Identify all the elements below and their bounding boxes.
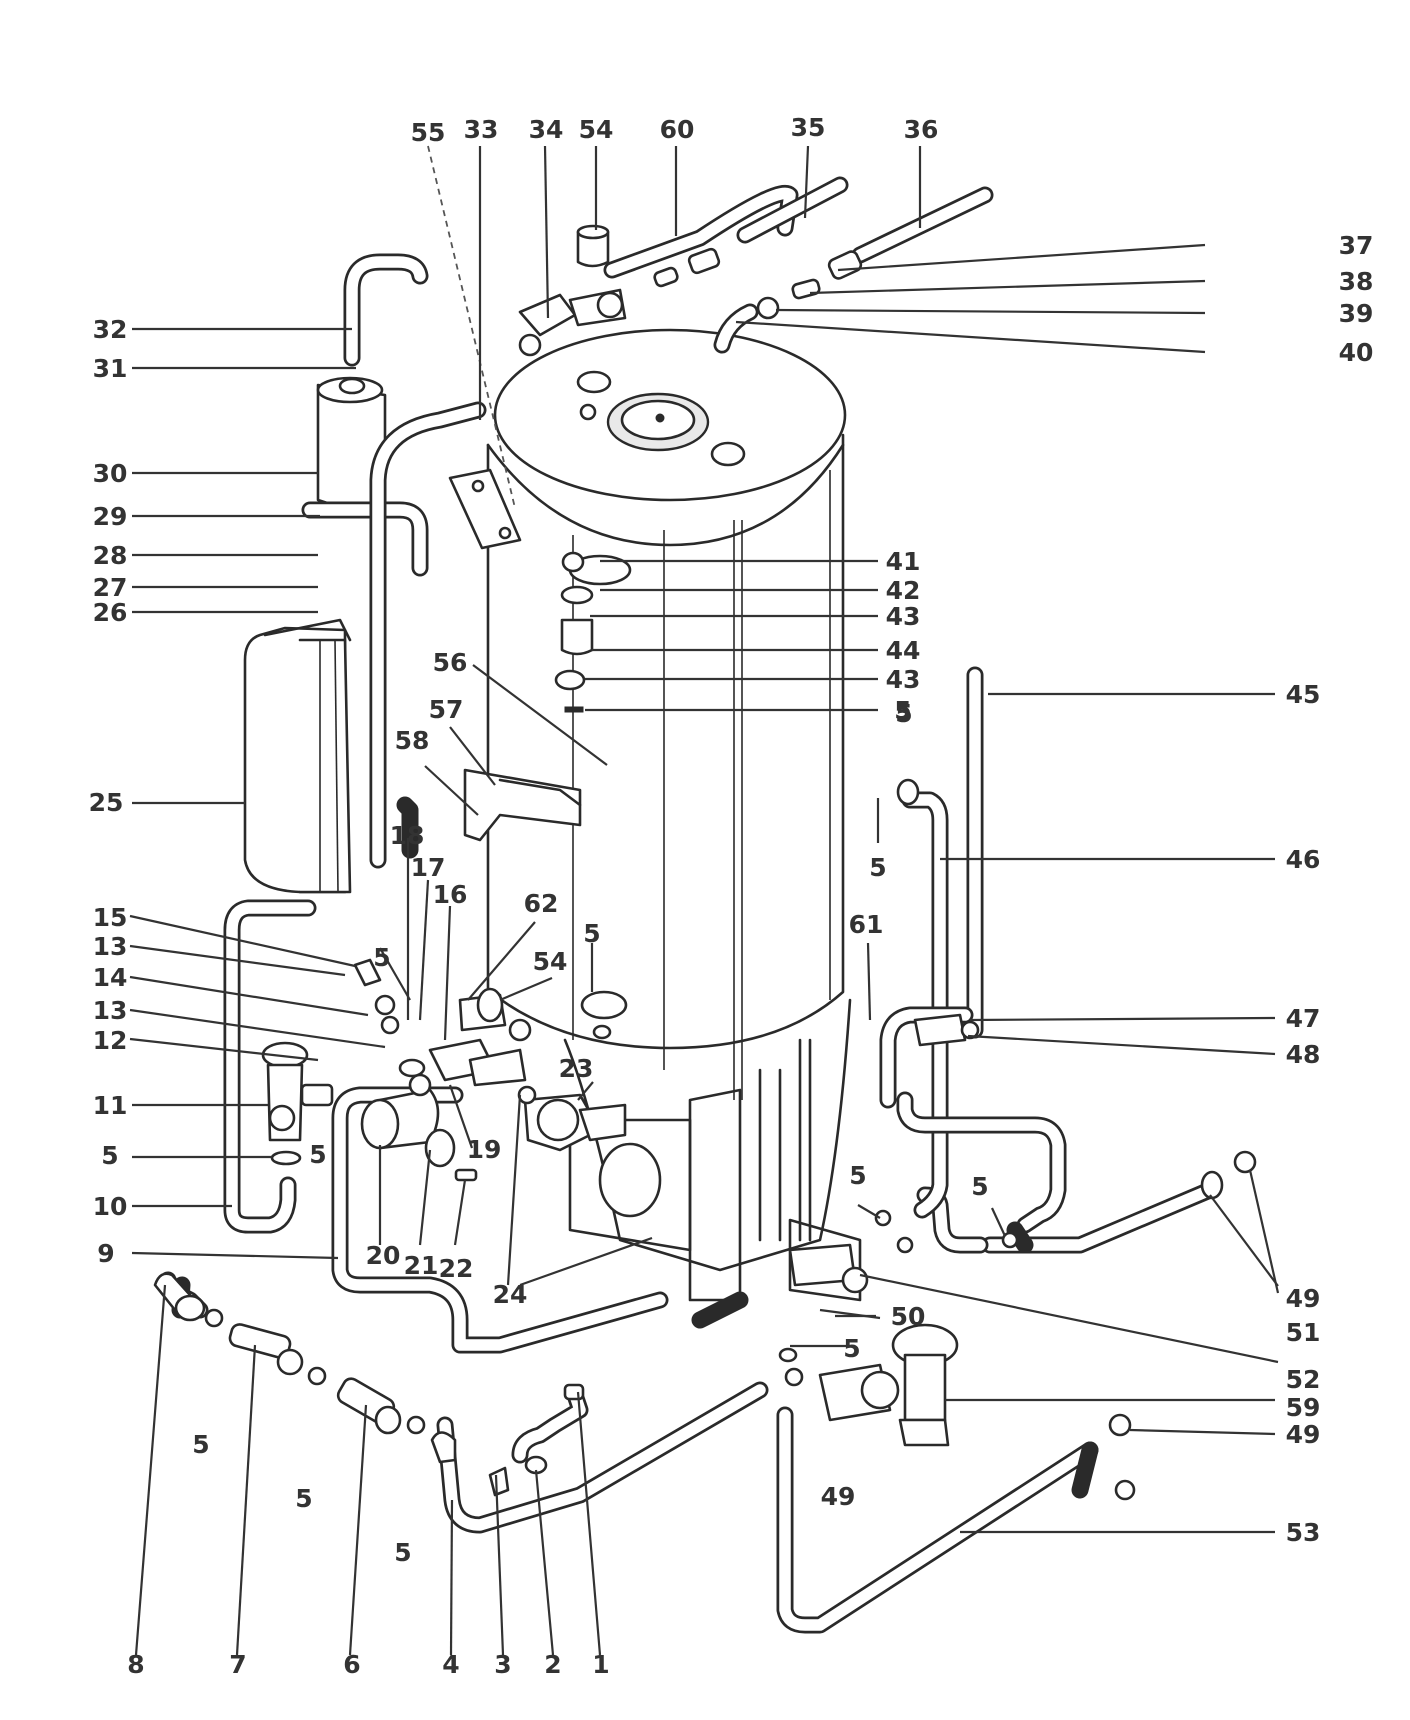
callout-35: 35	[791, 113, 826, 142]
callout-24: 24	[493, 1280, 528, 1309]
callout-5: 5	[309, 1140, 326, 1169]
callout-5: 5	[843, 1334, 860, 1363]
expansion-vessel	[243, 618, 352, 894]
callout-52: 52	[1286, 1365, 1321, 1394]
callout-27: 27	[93, 573, 128, 602]
callout-5: 5	[894, 696, 911, 725]
callout-5: 5	[869, 853, 886, 882]
callout-43: 43	[886, 602, 921, 631]
callout-46: 46	[1286, 845, 1321, 874]
callout-5: 5	[192, 1430, 209, 1459]
callout-15: 15	[93, 903, 128, 932]
callout-45: 45	[1286, 680, 1321, 709]
callout-31: 31	[93, 354, 128, 383]
callout-5: 5	[583, 919, 600, 948]
callout-2: 2	[544, 1650, 561, 1679]
callout-59: 59	[1286, 1393, 1321, 1422]
callout-10: 10	[93, 1192, 128, 1221]
callout-60: 60	[660, 115, 695, 144]
callout-16: 16	[433, 880, 468, 909]
leader-lines	[129, 145, 1280, 1656]
callout-labels: 1 2 3 4 5 5 5 5 5 5 5 5 5 5 5 5 6 7 8 9 …	[89, 113, 1374, 1679]
callout-44: 44	[886, 636, 921, 665]
callout-3: 3	[494, 1650, 511, 1679]
callout-54: 54	[579, 115, 614, 144]
callout-1: 1	[592, 1650, 609, 1679]
callout-5: 5	[373, 943, 390, 972]
callout-13: 13	[93, 932, 128, 961]
callout-39: 39	[1339, 299, 1374, 328]
callout-29: 29	[93, 502, 128, 531]
callout-43: 43	[886, 665, 921, 694]
callout-25: 25	[89, 788, 124, 817]
callout-11: 11	[93, 1091, 128, 1120]
callout-7: 7	[229, 1650, 246, 1679]
callout-26: 26	[93, 598, 128, 627]
callout-54: 54	[533, 947, 568, 976]
callout-33: 33	[464, 115, 499, 144]
callout-17: 17	[411, 853, 446, 882]
callout-50: 50	[891, 1302, 926, 1331]
callout-12: 12	[93, 1026, 128, 1055]
pipework	[159, 176, 1219, 1634]
callout-57: 57	[429, 695, 464, 724]
callout-32: 32	[93, 315, 128, 344]
callout-5: 5	[849, 1161, 866, 1190]
small-vessel	[316, 376, 387, 508]
callout-22: 22	[439, 1254, 474, 1283]
callout-58: 58	[395, 726, 430, 755]
callout-49: 49	[1286, 1284, 1321, 1313]
callout-19: 19	[467, 1135, 502, 1164]
callout-20: 20	[366, 1241, 401, 1270]
callout-61: 61	[849, 910, 884, 939]
callout-14: 14	[93, 963, 128, 992]
callout-62: 62	[524, 889, 559, 918]
callout-53: 53	[1286, 1518, 1321, 1547]
callout-5: 5	[971, 1172, 988, 1201]
callout-47: 47	[1286, 1004, 1321, 1033]
line-art	[153, 176, 1257, 1634]
callout-34: 34	[529, 115, 564, 144]
callout-42: 42	[886, 576, 921, 605]
callout-37: 37	[1339, 231, 1374, 260]
callout-21: 21	[404, 1251, 439, 1280]
fittings	[153, 224, 1257, 1501]
callout-6: 6	[343, 1650, 360, 1679]
callout-8: 8	[127, 1650, 144, 1679]
callout-30: 30	[93, 459, 128, 488]
callout-5: 5	[895, 699, 912, 728]
callout-38: 38	[1339, 267, 1374, 296]
callout-13: 13	[93, 996, 128, 1025]
callout-9: 9	[97, 1239, 114, 1268]
callout-41: 41	[886, 547, 921, 576]
callout-51: 51	[1286, 1318, 1321, 1347]
callout-49: 49	[1286, 1420, 1321, 1449]
callout-49: 49	[821, 1482, 856, 1511]
callout-40: 40	[1339, 338, 1374, 367]
callout-48: 48	[1286, 1040, 1321, 1069]
callout-5: 5	[101, 1141, 118, 1170]
callout-4: 4	[442, 1650, 459, 1679]
callout-28: 28	[93, 541, 128, 570]
callout-23: 23	[559, 1054, 594, 1083]
callout-55: 55	[411, 118, 446, 147]
callout-18: 18	[390, 821, 425, 850]
callout-5: 5	[295, 1484, 312, 1513]
callout-5: 5	[394, 1538, 411, 1567]
callout-36: 36	[904, 115, 939, 144]
callout-56: 56	[433, 648, 468, 677]
